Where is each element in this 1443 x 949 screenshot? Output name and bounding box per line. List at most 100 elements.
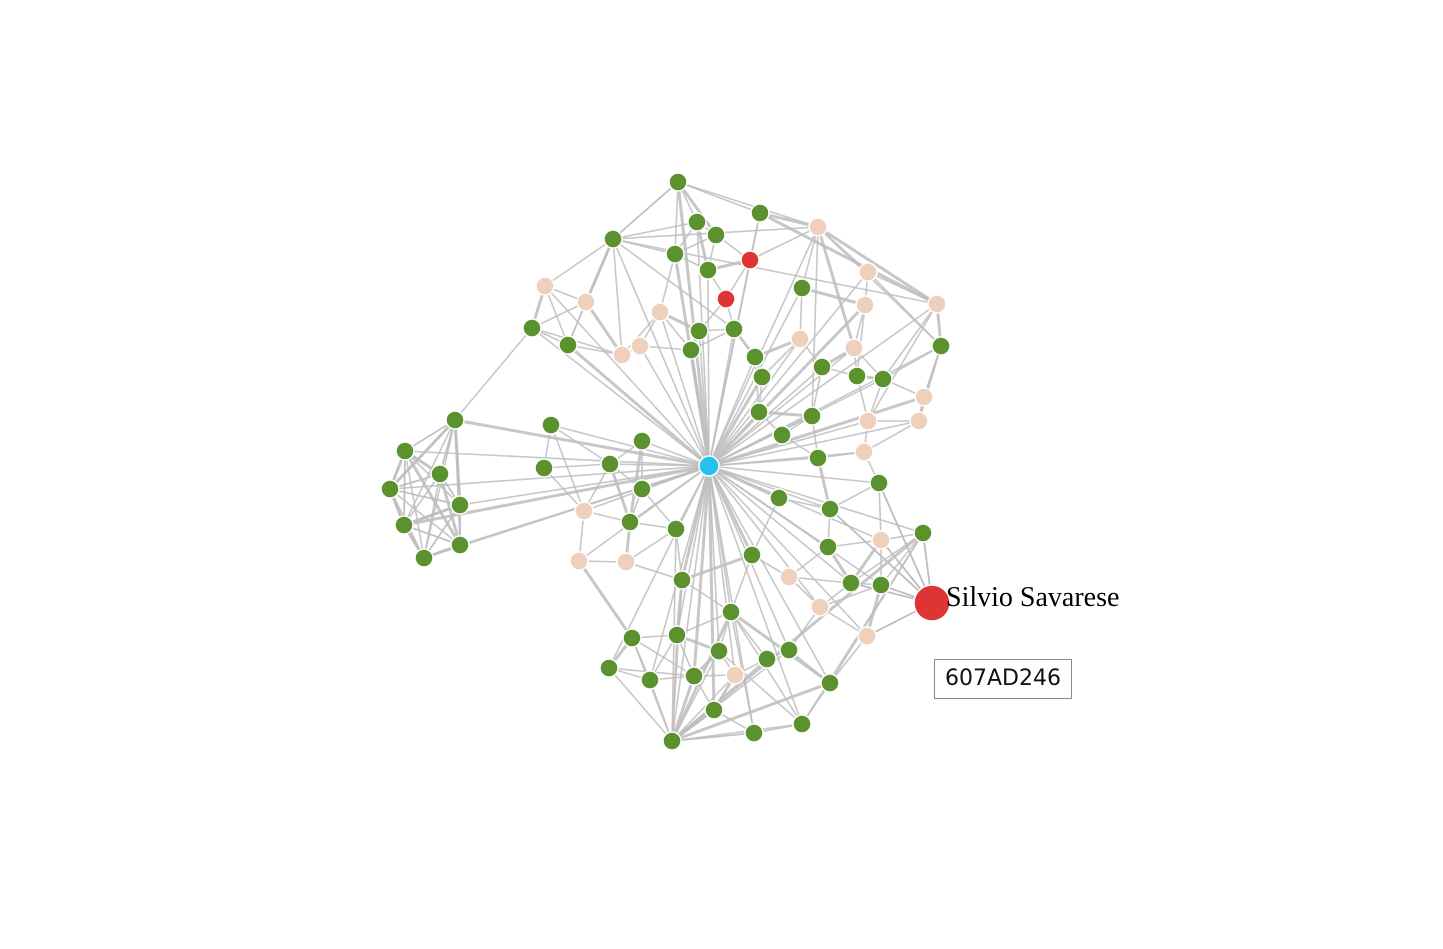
graph-node-peach[interactable] xyxy=(871,530,891,550)
graph-node-peach[interactable] xyxy=(927,294,947,314)
graph-node-green[interactable] xyxy=(847,366,867,386)
graph-node-green[interactable] xyxy=(632,431,652,451)
graph-node-green[interactable] xyxy=(665,244,685,264)
graph-node-peach[interactable] xyxy=(725,665,745,685)
graph-node-green[interactable] xyxy=(394,515,414,535)
graph-node-green[interactable] xyxy=(704,700,724,720)
graph-node-green[interactable] xyxy=(450,535,470,555)
graph-node-green[interactable] xyxy=(603,229,623,249)
graph-node-peach[interactable] xyxy=(569,551,589,571)
graph-node-peach[interactable] xyxy=(779,567,799,587)
graph-node-green[interactable] xyxy=(772,425,792,445)
graph-node-green[interactable] xyxy=(749,402,769,422)
graph-node-green[interactable] xyxy=(931,336,951,356)
graph-node-red[interactable] xyxy=(740,250,760,270)
graph-node-green[interactable] xyxy=(414,548,434,568)
graph-node-green[interactable] xyxy=(820,673,840,693)
graph-node-peach[interactable] xyxy=(576,292,596,312)
graph-node-green[interactable] xyxy=(752,367,772,387)
graph-node-peach[interactable] xyxy=(630,336,650,356)
graph-node-green[interactable] xyxy=(380,479,400,499)
graph-node-peach[interactable] xyxy=(790,329,810,349)
graph-edge xyxy=(751,497,780,556)
graph-node-peach[interactable] xyxy=(650,302,670,322)
graph-node-peach[interactable] xyxy=(858,411,878,431)
graph-node-green[interactable] xyxy=(681,340,701,360)
graph-node-peach[interactable] xyxy=(855,295,875,315)
graph-node-green[interactable] xyxy=(757,649,777,669)
graph-node-highlighted[interactable] xyxy=(913,584,951,622)
graph-edge xyxy=(708,465,736,676)
graph-node-peach[interactable] xyxy=(854,442,874,462)
graph-node-green[interactable] xyxy=(873,369,893,389)
graph-edge xyxy=(708,328,735,467)
graph-node-peach[interactable] xyxy=(808,217,828,237)
graph-node-peach[interactable] xyxy=(858,262,878,282)
graph-node-green[interactable] xyxy=(558,335,578,355)
graph-node-green[interactable] xyxy=(684,666,704,686)
graph-edge xyxy=(404,450,425,559)
graph-node-peach[interactable] xyxy=(844,338,864,358)
graph-node-green[interactable] xyxy=(534,458,554,478)
graph-node-green[interactable] xyxy=(522,318,542,338)
graph-node-green[interactable] xyxy=(698,260,718,280)
graph-node-green[interactable] xyxy=(779,640,799,660)
graph-node-center[interactable] xyxy=(698,455,720,477)
graph-node-green[interactable] xyxy=(750,203,770,223)
graph-node-green[interactable] xyxy=(667,625,687,645)
graph-node-green[interactable] xyxy=(724,319,744,339)
graph-node-green[interactable] xyxy=(640,670,660,690)
graph-edge xyxy=(612,238,710,467)
graph-node-green[interactable] xyxy=(913,523,933,543)
graph-node-green[interactable] xyxy=(745,347,765,367)
graph-node-peach[interactable] xyxy=(857,626,877,646)
graph-node-green[interactable] xyxy=(808,448,828,468)
graph-node-green[interactable] xyxy=(802,406,822,426)
graph-node-green[interactable] xyxy=(668,172,688,192)
graph-edge xyxy=(388,418,457,491)
graph-node-green[interactable] xyxy=(672,570,692,590)
graph-node-green[interactable] xyxy=(792,278,812,298)
graph-node-red[interactable] xyxy=(716,289,736,309)
graph-node-peach[interactable] xyxy=(909,411,929,431)
graph-node-green[interactable] xyxy=(769,488,789,508)
graph-node-green[interactable] xyxy=(709,641,729,661)
graph-node-green[interactable] xyxy=(632,479,652,499)
graph-node-green[interactable] xyxy=(744,723,764,743)
graph-node-green[interactable] xyxy=(599,658,619,678)
graph-node-green[interactable] xyxy=(445,410,465,430)
graph-node-green[interactable] xyxy=(818,537,838,557)
graph-node-peach[interactable] xyxy=(616,552,636,572)
graph-node-peach[interactable] xyxy=(810,597,830,617)
graph-node-green[interactable] xyxy=(541,415,561,435)
graph-edge xyxy=(423,504,461,559)
graph-edge xyxy=(612,221,698,240)
graph-node-peach[interactable] xyxy=(612,345,632,365)
graph-node-green[interactable] xyxy=(812,357,832,377)
graph-node-green[interactable] xyxy=(395,441,415,461)
graph-node-green[interactable] xyxy=(450,495,470,515)
graph-node-green[interactable] xyxy=(662,731,682,751)
graph-edge xyxy=(708,465,924,534)
graph-node-green[interactable] xyxy=(620,512,640,532)
graph-edge xyxy=(708,465,821,608)
graph-node-green[interactable] xyxy=(600,454,620,474)
graph-node-green[interactable] xyxy=(869,473,889,493)
graph-node-green[interactable] xyxy=(841,573,861,593)
graph-edge xyxy=(625,561,683,581)
graph-node-green[interactable] xyxy=(820,499,840,519)
graph-node-green[interactable] xyxy=(721,602,741,622)
graph-node-peach[interactable] xyxy=(914,387,934,407)
graph-node-green[interactable] xyxy=(666,519,686,539)
graph-node-green[interactable] xyxy=(430,464,450,484)
graph-node-peach[interactable] xyxy=(574,501,594,521)
graph-node-green[interactable] xyxy=(689,321,709,341)
graph-node-peach[interactable] xyxy=(535,276,555,296)
graph-node-green[interactable] xyxy=(706,225,726,245)
graph-node-green[interactable] xyxy=(792,714,812,734)
graph-node-green[interactable] xyxy=(871,575,891,595)
graph-node-green[interactable] xyxy=(622,628,642,648)
graph-node-green[interactable] xyxy=(687,212,707,232)
graph-node-green[interactable] xyxy=(742,545,762,565)
